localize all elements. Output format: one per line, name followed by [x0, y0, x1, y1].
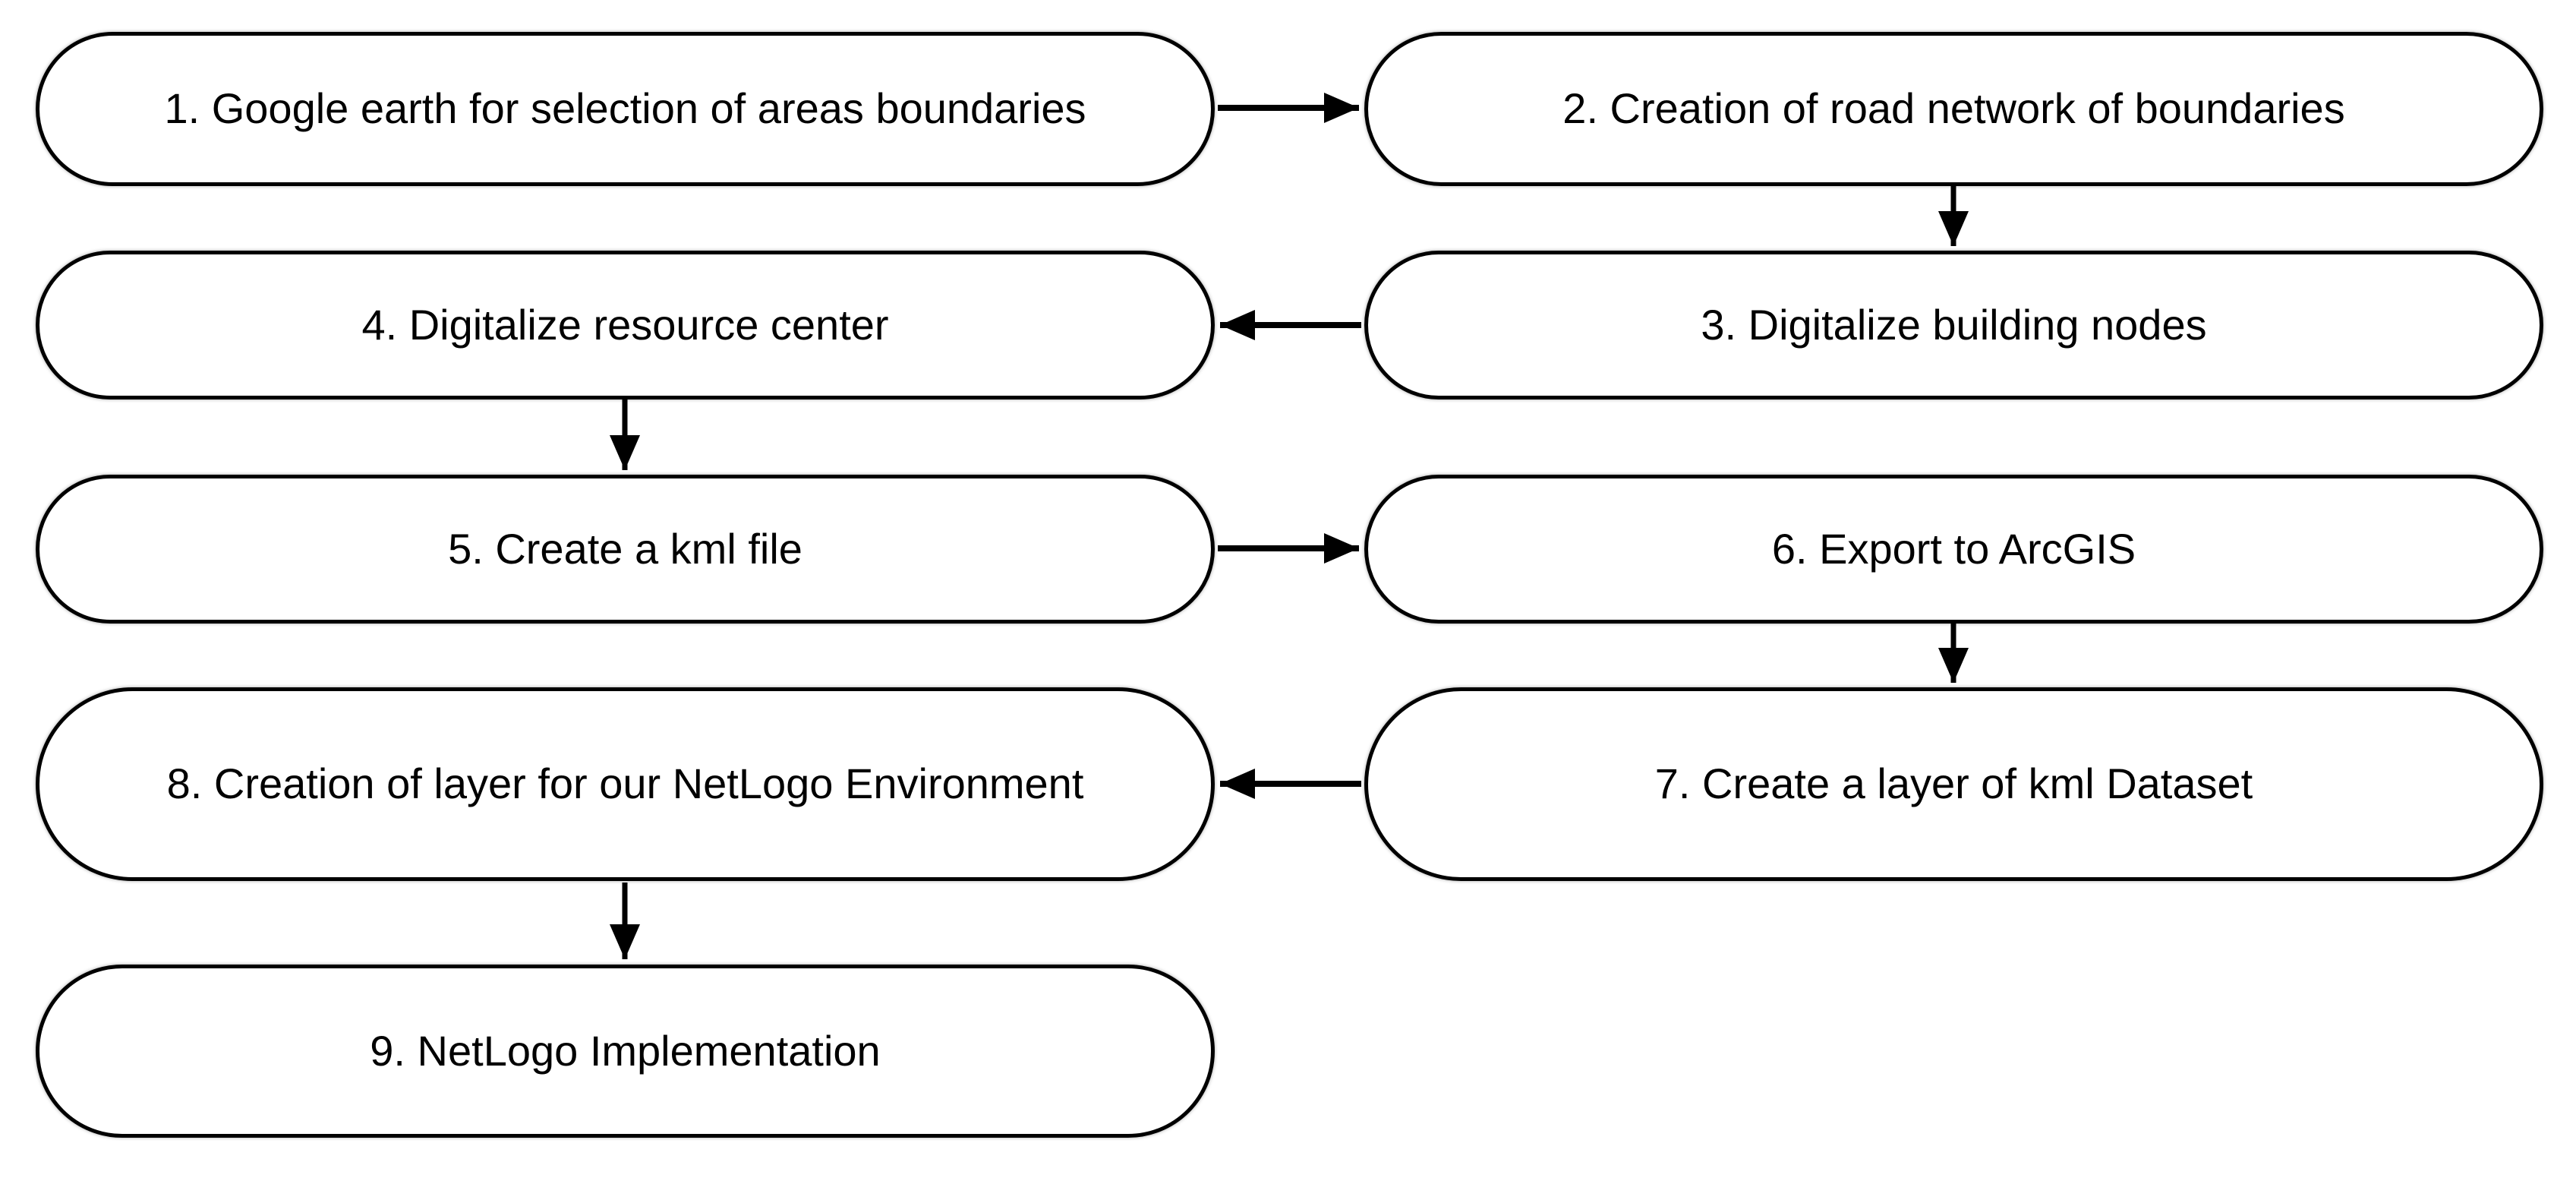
flow-node-8-label: 8. Creation of layer for our NetLogo Env… [166, 759, 1084, 808]
flow-node-6-label: 6. Export to ArcGIS [1771, 524, 2136, 573]
flow-node-8: 8. Creation of layer for our NetLogo Env… [36, 687, 1215, 881]
flow-node-5: 5. Create a kml file [36, 475, 1215, 624]
flow-node-7: 7. Create a layer of kml Dataset [1364, 687, 2543, 881]
flow-node-3: 3. Digitalize building nodes [1364, 251, 2543, 399]
flow-node-1-label: 1. Google earth for selection of areas b… [164, 84, 1086, 133]
flow-node-4: 4. Digitalize resource center [36, 251, 1215, 399]
flow-node-3-label: 3. Digitalize building nodes [1701, 300, 2207, 349]
flow-node-6: 6. Export to ArcGIS [1364, 475, 2543, 624]
flow-node-9-label: 9. NetLogo Implementation [370, 1026, 881, 1075]
flow-node-4-label: 4. Digitalize resource center [361, 300, 889, 349]
flow-node-5-label: 5. Create a kml file [448, 524, 802, 573]
flow-node-2: 2. Creation of road network of boundarie… [1364, 32, 2543, 186]
flow-node-9: 9. NetLogo Implementation [36, 965, 1215, 1138]
flow-node-1: 1. Google earth for selection of areas b… [36, 32, 1215, 186]
flow-node-2-label: 2. Creation of road network of boundarie… [1562, 84, 2345, 133]
flow-node-7-label: 7. Create a layer of kml Dataset [1654, 759, 2253, 808]
